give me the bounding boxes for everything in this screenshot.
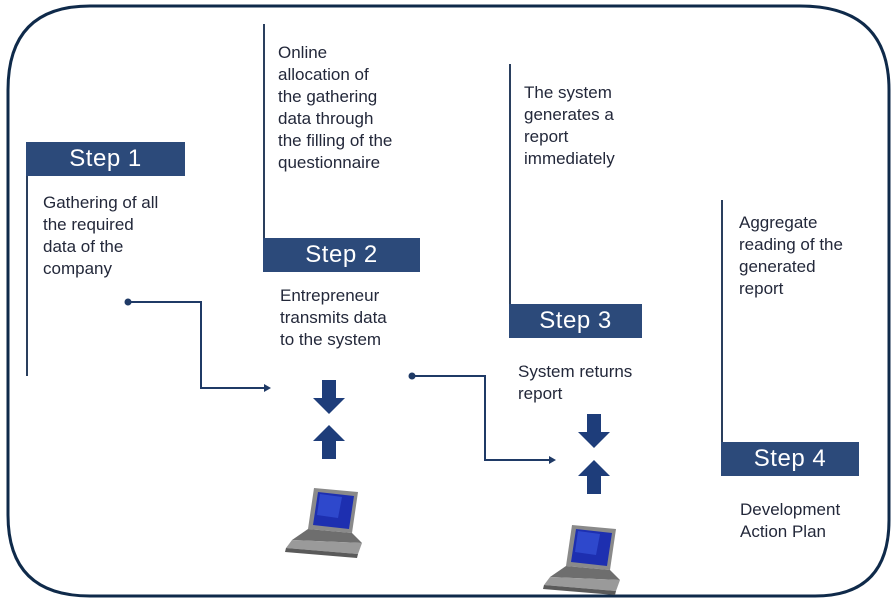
- step1-timeline-line: [26, 142, 28, 376]
- step3-timeline-line: [509, 64, 511, 336]
- connector-step2-step3: [408, 372, 556, 464]
- step4-banner: Step 4: [721, 442, 859, 476]
- step1-description: Gathering of all the required data of th…: [43, 193, 159, 278]
- step3-banner: Step 3: [509, 304, 642, 338]
- connector-step1-step2: [124, 298, 271, 392]
- step4-description: Development Action Plan: [740, 500, 841, 541]
- step2-banner: Step 2: [263, 238, 420, 272]
- up-arrow-icon: [313, 425, 345, 459]
- laptop-icon: [543, 525, 620, 595]
- step2-description: Entrepreneur transmits data to the syste…: [280, 286, 387, 349]
- rounded-frame: [6, 4, 891, 598]
- down-arrow-icon: [313, 380, 345, 414]
- step4-note: Aggregate reading of the generated repor…: [739, 213, 843, 298]
- laptop-icon: [285, 488, 362, 558]
- step3-description: System returns report: [518, 362, 633, 403]
- down-arrow-icon: [578, 414, 610, 448]
- step3-note: The system generates a report immediatel…: [524, 83, 615, 168]
- up-arrow-icon: [578, 460, 610, 494]
- step4-timeline-line: [721, 200, 723, 476]
- step1-banner: Step 1: [26, 142, 185, 176]
- step2-note: Online allocation of the gathering data …: [278, 43, 393, 172]
- step2-timeline-line: [263, 24, 265, 272]
